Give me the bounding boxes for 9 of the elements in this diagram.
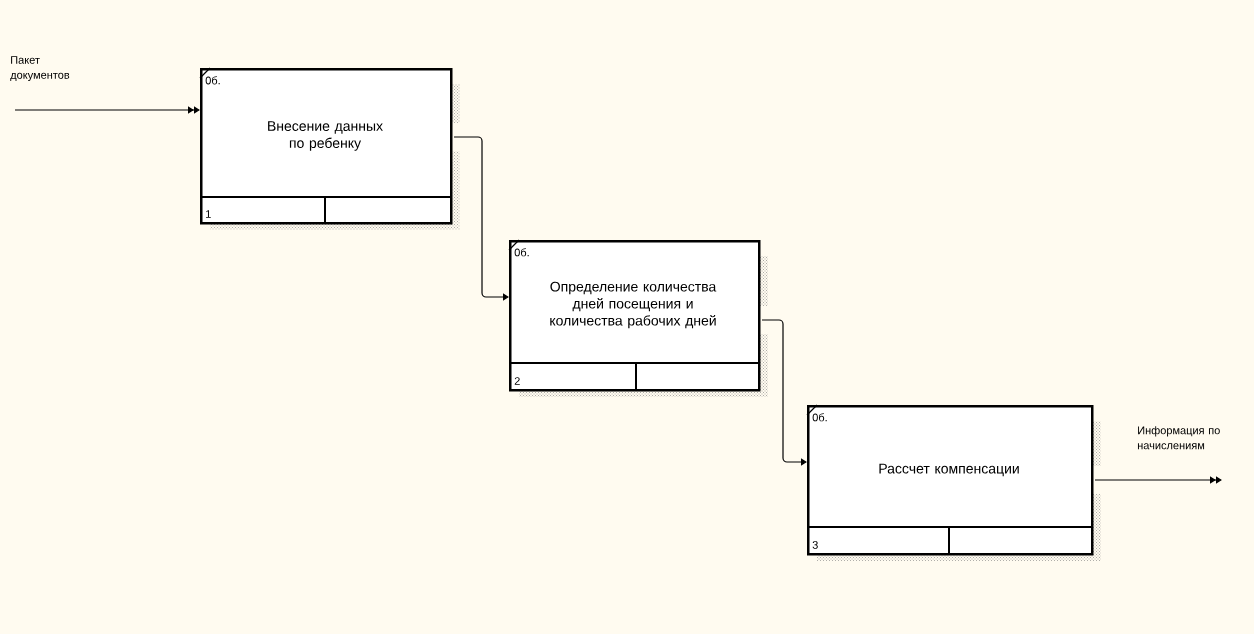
- process-box: 0б. Внесение данных по ребенку 1: [199, 67, 453, 225]
- arrow: [14, 106, 200, 114]
- process-box: 0б. Определение количества дней посещения и количества рабочих дней 2: [508, 239, 761, 392]
- edge-label: Информация по начислениям: [1137, 426, 1220, 450]
- arrow: [761, 319, 807, 466]
- edge-label: Пакет документов: [10, 56, 70, 82]
- arrow: [453, 136, 509, 301]
- arrow: [1094, 476, 1222, 484]
- process-box: 0б. Рассчет компенсации 3: [806, 404, 1094, 556]
